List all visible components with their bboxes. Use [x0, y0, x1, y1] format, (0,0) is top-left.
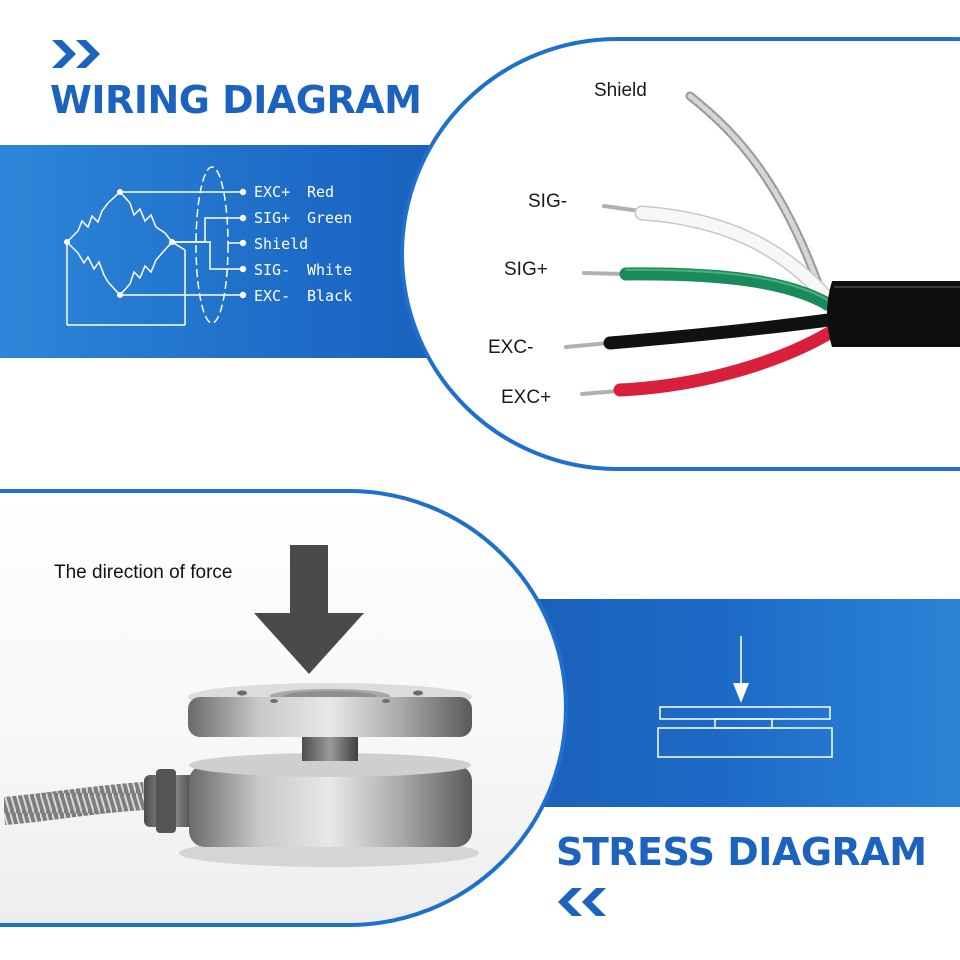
wiring-diagram-title: WIRING DIAGRAM: [50, 78, 422, 122]
pin-label-exc-minus: EXC-: [254, 287, 291, 305]
chevron-left-icon: [558, 888, 606, 916]
cable-label-sig-plus: SIG+: [504, 259, 548, 280]
pin-label-sig-plus: SIG+: [254, 209, 291, 227]
chevron-right-icon: [52, 40, 100, 68]
cable-label-shield: Shield: [594, 80, 647, 101]
load-cell-photo-panel: The direction of force: [0, 489, 568, 927]
pin-label-shield: Shield: [254, 235, 309, 253]
stress-band: [500, 599, 960, 807]
cable-wires-illustration: [564, 91, 960, 397]
pin-color-sig-plus: Green: [307, 209, 353, 227]
cable-label-sig-minus: SIG-: [528, 191, 568, 212]
stress-diagram-illustration: [657, 636, 833, 758]
cable-label-exc-plus: EXC+: [501, 387, 552, 408]
bridge-circuit-diagram: [64, 166, 247, 326]
cable-label-exc-minus: EXC-: [488, 337, 534, 358]
pin-label-sig-minus: SIG-: [254, 261, 291, 279]
force-direction-label: The direction of force: [54, 562, 233, 583]
pin-color-exc-plus: Red: [307, 183, 335, 201]
cable-photo-panel: Shield SIG- SIG+ EXC- EXC+: [400, 37, 960, 471]
pin-color-exc-minus: Black: [307, 287, 353, 305]
stress-diagram-title: STRESS DIAGRAM: [556, 830, 927, 874]
pin-label-exc-plus: EXC+: [254, 183, 291, 201]
load-cell-illustration: [4, 545, 479, 867]
pin-color-sig-minus: White: [307, 261, 353, 279]
